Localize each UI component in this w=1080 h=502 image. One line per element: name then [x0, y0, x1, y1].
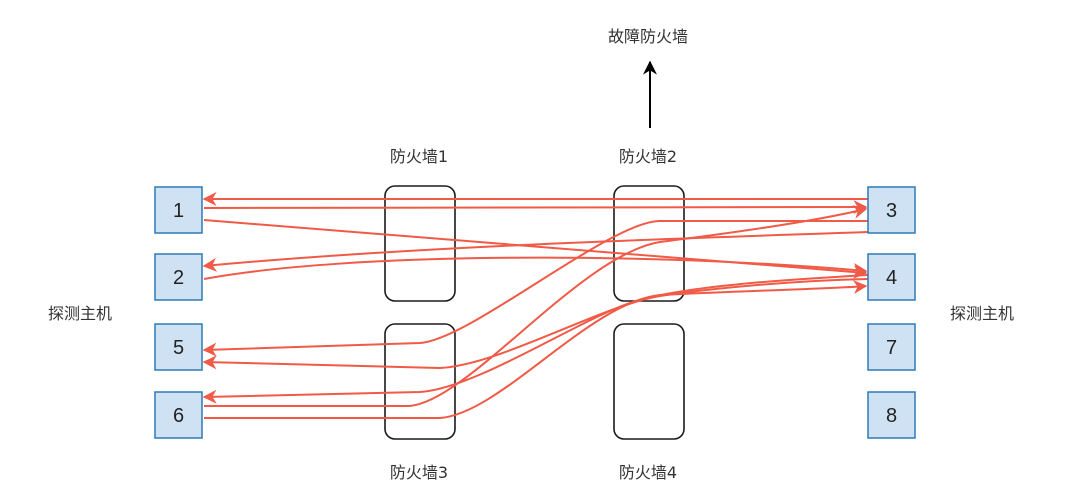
host-1-label: 1 [173, 200, 184, 222]
host-5-label: 5 [173, 337, 184, 359]
host-2-label: 2 [173, 267, 184, 289]
connection-3-to-2 [202, 231, 869, 272]
firewall-4-label: 防火墙4 [619, 463, 677, 482]
faulty-firewall-label: 故障防火墙 [608, 27, 688, 46]
host-8 [867, 391, 916, 439]
right-hosts: 3 4 7 8 [867, 186, 916, 439]
host-7-label: 7 [886, 337, 897, 359]
host-3 [867, 186, 916, 234]
host-7 [867, 323, 916, 371]
left-hosts: 1 2 5 6 [154, 186, 203, 439]
connections [202, 192, 869, 419]
firewall-3-label: 防火墙3 [390, 463, 448, 482]
host-3-label: 3 [886, 200, 897, 222]
left-probe-hosts-label: 探测主机 [48, 304, 112, 323]
host-6 [154, 391, 203, 439]
host-6-label: 6 [173, 405, 184, 427]
host-5 [154, 323, 203, 371]
firewall-3 [384, 323, 456, 440]
firewall-1 [384, 185, 456, 302]
right-probe-hosts-label: 探测主机 [950, 304, 1014, 323]
connection-6-to-4 [204, 280, 868, 419]
connection-2-to-4 [203, 256, 868, 280]
connection-3-to-5 [202, 220, 868, 357]
host-4 [867, 253, 916, 301]
host-2 [154, 253, 203, 301]
firewall-4 [613, 323, 685, 440]
connection-4-to-6 [202, 274, 869, 404]
host-1 [154, 186, 203, 234]
firewall-2-label: 防火墙2 [619, 147, 677, 166]
host-4-label: 4 [886, 267, 897, 289]
firewall-2 [613, 185, 685, 302]
connection-4-to-5 [202, 278, 869, 370]
connection-1-to-3 [203, 200, 868, 215]
host-8-label: 8 [886, 405, 897, 427]
connection-6-to-3 [204, 205, 868, 407]
firewall-1-label: 防火墙1 [390, 147, 448, 166]
